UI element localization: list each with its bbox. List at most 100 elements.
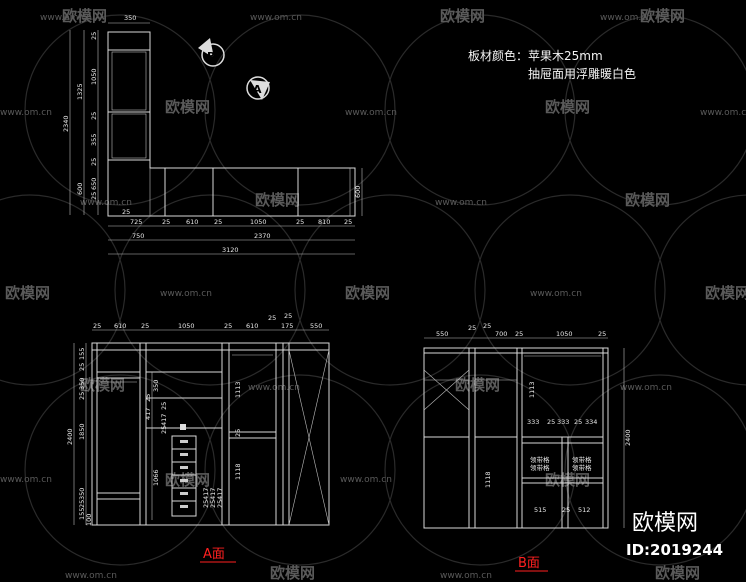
svg-text:www.om.cn: www.om.cn (345, 108, 397, 118)
tie-label: 领带格 (572, 455, 592, 464)
material-notes: 板材颜色：苹果木25mm 抽屉面用浮雕暖白色 (468, 48, 636, 81)
svg-text:1050: 1050 (178, 322, 195, 330)
svg-text:欧模网: 欧模网 (270, 564, 315, 582)
svg-text:417: 417 (216, 488, 224, 500)
material-note-1: 板材颜色：苹果木25mm (468, 48, 603, 63)
watermark-tile: www.om.cn (600, 13, 652, 23)
svg-text:www.om.cn: www.om.cn (700, 108, 746, 118)
drawer-stack (171, 435, 197, 517)
svg-text:417: 417 (209, 488, 217, 500)
watermark-tile: 欧模网 (255, 191, 300, 209)
svg-text:25: 25 (141, 322, 149, 330)
watermark-tile: 欧模网 (545, 98, 590, 116)
svg-text:www.om.cn: www.om.cn (530, 289, 582, 299)
svg-text:欧模网: 欧模网 (345, 284, 390, 302)
svg-text:610: 610 (114, 322, 126, 330)
svg-text:550: 550 (310, 322, 322, 330)
watermark-tiles: www.om.cn 欧模网 www.om.cn 欧模网 www.om.cn 欧模… (0, 7, 746, 582)
svg-text:25: 25 (90, 112, 98, 120)
brand-id: ID:2019244 (626, 541, 723, 559)
watermark-tile: www.om.cn (65, 571, 117, 581)
watermark-tile: 欧模网 (455, 376, 500, 394)
svg-text:25: 25 (224, 322, 232, 330)
watermark-tile: www.om.cn (530, 289, 582, 299)
watermark-tile: 欧模网 (655, 564, 700, 582)
watermark-background (0, 14, 746, 566)
svg-text:417: 417 (202, 488, 210, 500)
watermark-tile: www.om.cn (248, 383, 300, 393)
svg-text:512: 512 (578, 506, 590, 514)
svg-text:25: 25 (90, 32, 98, 40)
svg-text:550: 550 (436, 330, 448, 338)
svg-text:25: 25 (209, 500, 217, 508)
plan-outline (107, 31, 356, 217)
svg-text:155: 155 (78, 348, 86, 360)
svg-text:www.om.cn: www.om.cn (80, 198, 132, 208)
svg-text:1050: 1050 (556, 330, 573, 338)
svg-text:B: B (207, 50, 215, 63)
plan-view: 25 1050 1325 25 25 2340 355 25 600 650 3… (62, 14, 363, 255)
svg-text:25: 25 (562, 506, 570, 514)
svg-text:350: 350 (78, 378, 86, 390)
watermark-tile: www.om.cn (40, 13, 92, 23)
elevation-b: 550 25 25 700 25 1050 25 1113 333 25 333… (423, 322, 632, 572)
tie-label: 领带格 (530, 463, 550, 472)
svg-text:25: 25 (202, 500, 210, 508)
svg-text:334: 334 (585, 418, 597, 426)
watermark-tile: www.om.cn (250, 13, 302, 23)
watermark-tile: 欧模网 (165, 98, 210, 116)
svg-text:25: 25 (162, 218, 170, 226)
watermark-tile: www.om.cn (80, 198, 132, 208)
svg-text:350: 350 (124, 14, 136, 22)
svg-text:25: 25 (284, 312, 292, 320)
svg-text:25: 25 (144, 394, 152, 402)
svg-text:欧模网: 欧模网 (545, 98, 590, 116)
svg-text:1118: 1118 (484, 471, 492, 488)
watermark-tile: 欧模网 (345, 284, 390, 302)
svg-text:www.om.cn: www.om.cn (440, 571, 492, 581)
svg-text:333: 333 (527, 418, 539, 426)
svg-text:A: A (253, 83, 262, 96)
svg-text:25: 25 (78, 392, 86, 400)
svg-text:417: 417 (144, 408, 152, 420)
svg-text:650: 650 (90, 178, 98, 190)
svg-text:1113: 1113 (234, 381, 242, 398)
svg-text:25: 25 (268, 314, 276, 322)
svg-text:www.om.cn: www.om.cn (0, 475, 52, 485)
svg-text:25: 25 (214, 218, 222, 226)
svg-text:25: 25 (574, 418, 582, 426)
svg-text:25: 25 (160, 426, 168, 434)
svg-text:515: 515 (534, 506, 546, 514)
svg-text:2370: 2370 (254, 232, 271, 240)
watermark-tile: 欧模网 (5, 284, 50, 302)
svg-text:www.om.cn: www.om.cn (65, 571, 117, 581)
svg-text:1325: 1325 (76, 83, 84, 100)
svg-text:1050: 1050 (250, 218, 267, 226)
svg-text:600: 600 (76, 183, 84, 195)
svg-text:175: 175 (281, 322, 293, 330)
svg-text:1050: 1050 (90, 68, 98, 85)
watermark-tile: 欧模网 (270, 564, 315, 582)
svg-text:欧模网: 欧模网 (455, 376, 500, 394)
svg-text:www.om.cn: www.om.cn (340, 475, 392, 485)
svg-text:1118: 1118 (234, 463, 242, 480)
svg-text:810: 810 (318, 218, 330, 226)
watermark-tile: www.om.cn (620, 383, 672, 393)
svg-text:www.om.cn: www.om.cn (248, 383, 300, 393)
svg-text:350: 350 (78, 488, 86, 500)
tie-label: 领带格 (530, 455, 550, 464)
watermark-tile: 欧模网 (80, 376, 125, 394)
svg-text:欧模网: 欧模网 (255, 191, 300, 209)
svg-text:2340: 2340 (62, 115, 70, 132)
svg-text:2400: 2400 (624, 429, 632, 446)
svg-text:610: 610 (186, 218, 198, 226)
svg-text:600: 600 (354, 186, 362, 198)
svg-text:25: 25 (344, 218, 352, 226)
svg-text:www.om.cn: www.om.cn (250, 13, 302, 23)
elevation-a: 25 610 25 1050 25 610 25 25 175 550 155 … (66, 312, 330, 563)
svg-text:欧模网: 欧模网 (80, 376, 125, 394)
svg-text:1850: 1850 (78, 423, 86, 440)
svg-text:417: 417 (160, 414, 168, 426)
